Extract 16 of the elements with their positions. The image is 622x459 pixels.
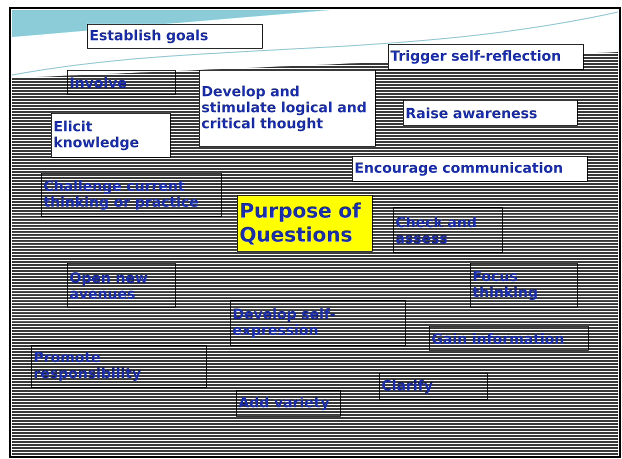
purpose-box: Trigger self-reflection [388,44,584,70]
purpose-box: Focus thinking [470,263,578,308]
title-box: Purpose of Questions [237,195,373,252]
purpose-box: Challenge current thinking or practice [41,173,222,217]
purpose-box: Add variety [236,390,341,417]
purpose-box: Develop and stimulate logical and critical thought [199,70,376,147]
purpose-box: Clarify [379,373,488,400]
purpose-box: Gain information [429,326,589,351]
purpose-box: Develop self-expression [230,300,406,346]
purpose-box: Establish goals [87,24,263,49]
purpose-box: Encourage communication [352,156,588,182]
purpose-box: Promote responsibility [31,345,207,388]
purpose-box: Check and assess [393,207,503,253]
purpose-box: Elicit knowledge [51,113,171,158]
purpose-box: Involve [67,70,176,95]
purpose-box: Raise awareness [403,100,578,126]
